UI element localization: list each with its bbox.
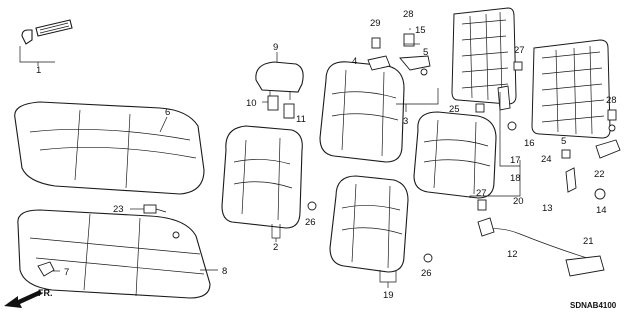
callout-28b: 28 — [606, 95, 617, 106]
part-clip-strip — [19, 19, 73, 66]
callout-labels: 1 2 3 4 5 5 6 7 8 9 10 11 12 13 14 15 16… — [36, 9, 617, 301]
part-clip — [37, 261, 60, 277]
callout-11: 11 — [296, 114, 306, 125]
part-seatback-lower — [329, 175, 409, 288]
callout-4: 4 — [352, 56, 357, 67]
part-grommet-26-right — [423, 253, 433, 263]
part-cushion-pad — [17, 209, 218, 299]
part-seatback-center — [319, 61, 439, 163]
part-lock-hardware — [475, 85, 520, 167]
callout-27b: 27 — [476, 188, 487, 199]
callout-29: 29 — [370, 18, 381, 29]
callout-3: 3 — [403, 116, 408, 127]
callout-8: 8 — [222, 266, 227, 277]
callout-21: 21 — [583, 236, 594, 247]
callout-24: 24 — [541, 154, 552, 165]
part-seat-frame-right — [531, 39, 611, 139]
part-bolt-23 — [130, 204, 180, 239]
callout-28: 28 — [403, 9, 414, 20]
callout-1: 1 — [36, 65, 41, 76]
callout-27: 27 — [514, 45, 525, 56]
callout-15: 15 — [415, 25, 426, 36]
front-direction-arrow: FR. — [4, 288, 53, 308]
callout-18: 18 — [510, 173, 521, 184]
callout-16: 16 — [524, 138, 535, 149]
part-seat-cushion — [14, 101, 205, 195]
callout-5: 5 — [423, 47, 428, 58]
callout-26b: 26 — [421, 268, 432, 279]
callout-14: 14 — [596, 205, 607, 216]
part-headrest — [255, 52, 304, 100]
callout-2: 2 — [273, 242, 278, 253]
callout-6: 6 — [165, 107, 170, 118]
callout-26: 26 — [305, 217, 316, 228]
callout-22: 22 — [594, 169, 605, 180]
part-cable — [477, 199, 605, 277]
callout-19: 19 — [383, 290, 394, 301]
direction-label: FR. — [38, 288, 53, 298]
callout-25: 25 — [449, 104, 460, 115]
figure-code: SDNAB4100 — [570, 301, 617, 310]
part-right-hardware — [513, 61, 621, 200]
callout-5b: 5 — [561, 136, 566, 147]
callout-10: 10 — [246, 98, 257, 109]
callout-7: 7 — [64, 267, 69, 278]
callout-13: 13 — [542, 203, 553, 214]
part-hinge-hardware — [367, 28, 431, 76]
callout-12: 12 — [507, 249, 518, 260]
callout-23: 23 — [113, 204, 124, 215]
part-guides — [262, 95, 295, 119]
callout-17: 17 — [510, 155, 521, 166]
part-seatback-left — [221, 125, 303, 242]
part-seat-frame-left — [451, 7, 517, 105]
callout-9: 9 — [273, 42, 278, 53]
part-grommet-26-left — [307, 201, 317, 211]
part-seatback-right — [413, 111, 521, 199]
callout-20: 20 — [513, 196, 524, 207]
